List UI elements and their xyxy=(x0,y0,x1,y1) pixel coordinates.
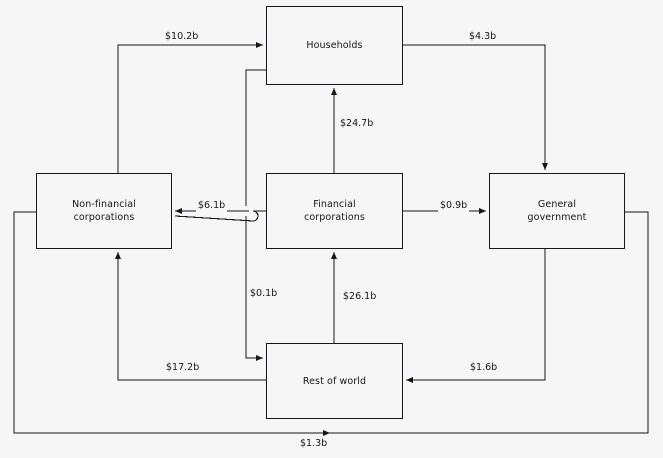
edge-label-nonfinancial-to-households: $10.2b xyxy=(163,31,201,43)
edge-nonfinancial-to-government-return xyxy=(330,211,649,434)
edge-label-households-to-restofworld: $0.1b xyxy=(248,288,280,300)
edge-households-to-restofworld-lower xyxy=(245,216,263,361)
node-households[interactable]: Households xyxy=(266,6,403,85)
edge-label-households-to-government: $4.3b xyxy=(467,31,499,43)
edge-households-to-restofworld xyxy=(245,69,266,206)
node-households-label: Households xyxy=(306,40,363,51)
node-financial-corporations[interactable]: Financial corporations xyxy=(266,173,403,249)
edge-label-restofworld-to-nonfinancial: $17.2b xyxy=(164,362,202,374)
node-general-government-label-line1: General xyxy=(537,199,577,210)
edge-label-financial-to-government: $0.9b xyxy=(438,200,470,212)
node-rest-of-world[interactable]: Rest of world xyxy=(266,343,403,419)
edge-label-government-to-restofworld: $1.6b xyxy=(468,362,500,374)
edge-restofworld-to-nonfinancial xyxy=(115,252,266,381)
node-rest-of-world-label: Rest of world xyxy=(302,375,367,387)
edge-financial-to-nonfinancial xyxy=(174,210,266,222)
node-nonfinancial-corporations-label-line2: corporations xyxy=(73,212,135,223)
edge-label-nonfinancial-to-government: $1.3b xyxy=(298,438,330,450)
edge-government-to-restofworld xyxy=(406,249,546,383)
edge-nonfinancial-to-government xyxy=(13,211,330,436)
node-general-government[interactable]: General government xyxy=(489,173,625,249)
edge-label-financial-to-households: $24.7b xyxy=(338,118,376,130)
node-nonfinancial-corporations-label-line1: Non-financial xyxy=(72,199,136,210)
node-general-government-label-line2: government xyxy=(527,212,587,223)
edge-households-to-government xyxy=(403,44,548,170)
node-financial-corporations-label-line1: Financial xyxy=(313,199,356,210)
node-financial-corporations-label-line2: corporations xyxy=(304,212,365,223)
edge-label-restofworld-to-financial: $26.1b xyxy=(341,291,379,303)
edge-nonfinancial-to-households xyxy=(117,42,263,173)
edge-label-financial-to-nonfinancial: $6.1b xyxy=(196,200,228,212)
node-nonfinancial-corporations[interactable]: Non-financial corporations xyxy=(36,173,172,249)
